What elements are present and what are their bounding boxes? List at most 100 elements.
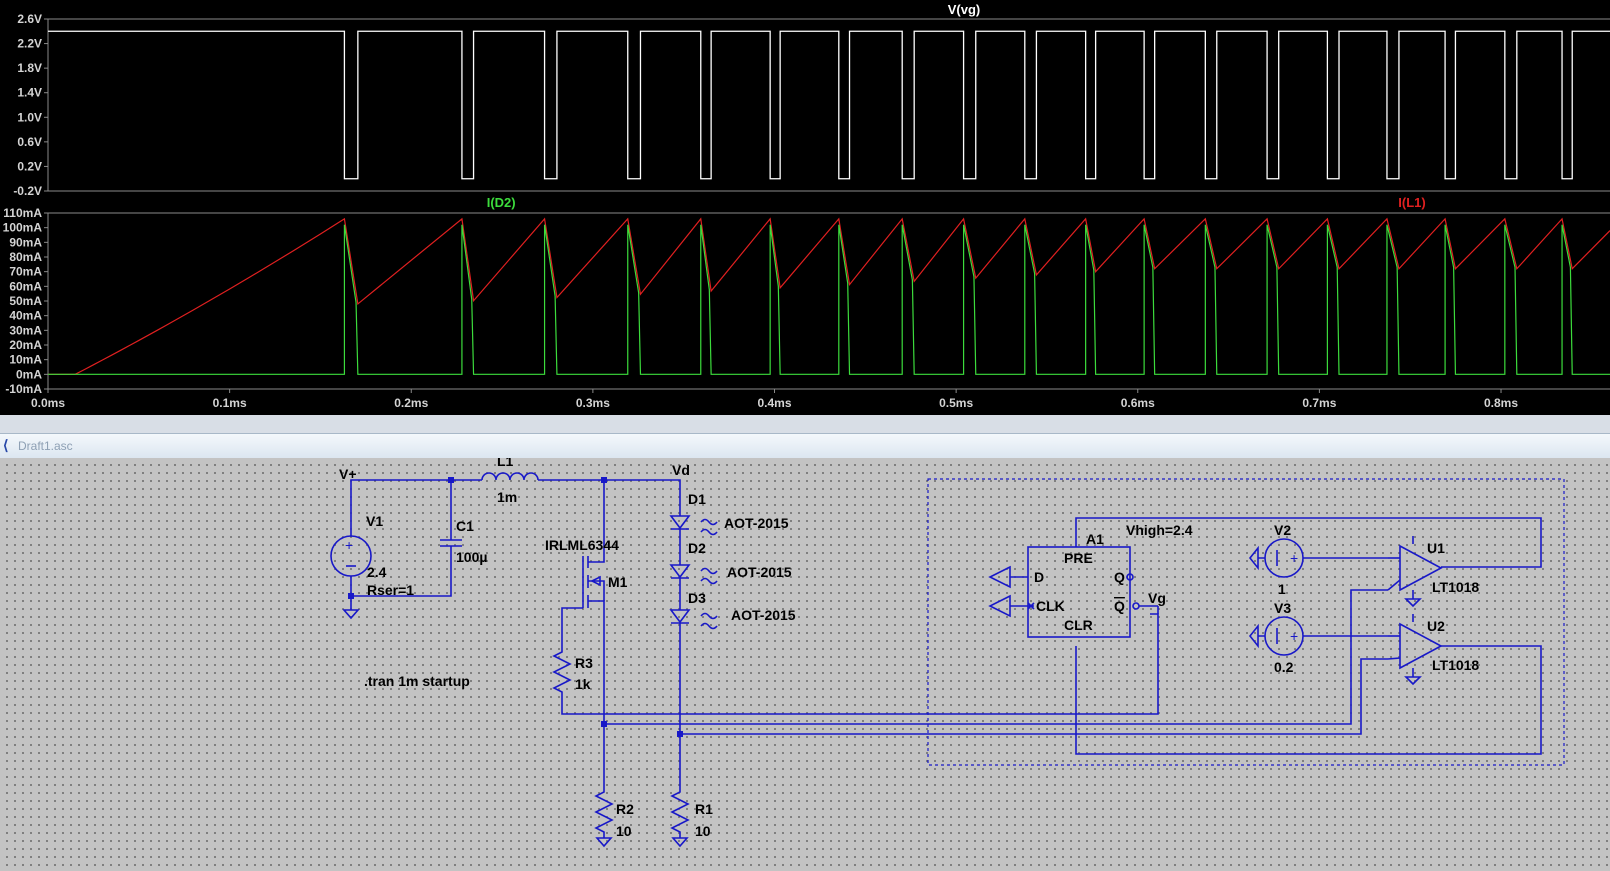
r1-value: 10 <box>695 823 711 839</box>
r3-value: 1k <box>575 676 591 692</box>
a1-pin-clr: CLR <box>1064 617 1093 633</box>
r2-value: 10 <box>616 823 632 839</box>
d1-model: AOT-2015 <box>724 515 789 531</box>
y-tick-label: 10mA <box>9 353 42 367</box>
trace-vvg <box>48 30 1610 180</box>
y-tick-label: 110mA <box>3 206 42 220</box>
v2-name: V2 <box>1274 522 1291 538</box>
y-tick-label: 30mA <box>9 323 42 337</box>
v3-source[interactable]: + <box>1248 616 1388 656</box>
a1-pin-pre: PRE <box>1064 550 1093 566</box>
u2-comparator[interactable] <box>1387 614 1443 686</box>
svg-text:+: + <box>345 537 353 553</box>
d3-diode[interactable] <box>669 609 718 630</box>
plot-pane-frame <box>47 212 1610 390</box>
y-tick-label: 100mA <box>3 221 43 235</box>
v2-value: 1 <box>1278 581 1286 597</box>
schematic-tab[interactable]: ⟨ Draft1.asc <box>0 433 1610 459</box>
c1-value: 100µ <box>456 549 487 565</box>
r2-resistor[interactable] <box>594 724 614 848</box>
wires-input <box>350 479 681 610</box>
junction <box>677 731 683 737</box>
y-tick-label: 1.4V <box>17 86 42 100</box>
junction <box>448 477 454 483</box>
y-tick-label: -10mA <box>5 382 42 396</box>
y-tick-label: 20mA <box>9 338 42 352</box>
a1-pin-clk: CLK <box>1036 598 1065 614</box>
y-tick-label: 90mA <box>9 235 42 249</box>
plot-traces <box>48 30 1610 375</box>
r1-resistor[interactable] <box>670 734 690 848</box>
r1-name: R1 <box>695 801 713 817</box>
y-tick-label: 80mA <box>9 250 42 264</box>
comparator-block-outline <box>927 478 1565 766</box>
svg-text:+: + <box>1290 550 1298 566</box>
schematic-icon: ⟨ <box>3 437 9 453</box>
y-tick-label: 50mA <box>9 294 42 308</box>
d2-diode[interactable] <box>669 564 718 585</box>
plot-labels: 2.6V2.2V1.8V1.4V1.0V0.6V0.2V-0.2V110mA10… <box>3 2 1519 410</box>
schematic-editor[interactable]: + V+ V1 2.4 Rser=1 C1 100µ L1 1m <box>0 458 1610 871</box>
l1-name: L1 <box>497 458 514 469</box>
r2-name: R2 <box>616 801 634 817</box>
c1-capacitor[interactable] <box>440 539 462 547</box>
waveform-plot[interactable]: 2.6V2.2V1.8V1.4V1.0V0.6V0.2V-0.2V110mA10… <box>0 0 1610 415</box>
plot-grid <box>44 18 1610 393</box>
trace-label-il1: I(L1) <box>1398 195 1425 210</box>
v1-value: 2.4 <box>367 564 387 580</box>
u2-model: LT1018 <box>1432 657 1479 673</box>
v1-name: V1 <box>366 513 383 529</box>
window-separator <box>0 415 1610 433</box>
v1-rser: Rser=1 <box>367 582 414 598</box>
schematic-canvas[interactable]: + V+ V1 2.4 Rser=1 C1 100µ L1 1m <box>0 458 1610 871</box>
y-tick-label: 1.8V <box>17 61 42 75</box>
r3-name: R3 <box>575 655 593 671</box>
net-label-vg: Vg <box>1148 590 1166 606</box>
d1-diode[interactable] <box>669 515 718 536</box>
a1-flipflop[interactable] <box>988 546 1159 638</box>
x-tick-label: 0.3ms <box>576 396 610 410</box>
v2-source[interactable]: + <box>1248 538 1388 578</box>
d2-name: D2 <box>688 540 706 556</box>
x-tick-label: 0.6ms <box>1121 396 1155 410</box>
l1-value: 1m <box>497 489 517 505</box>
y-tick-label: 70mA <box>9 265 42 279</box>
net-label-vplus: V+ <box>339 466 357 482</box>
tab-title: Draft1.asc <box>18 439 73 453</box>
d1-name: D1 <box>688 491 706 507</box>
u2-name: U2 <box>1427 618 1445 634</box>
junction <box>601 721 607 727</box>
u1-name: U1 <box>1427 540 1445 556</box>
x-tick-label: 0.4ms <box>757 396 791 410</box>
r3-resistor[interactable] <box>552 613 1159 715</box>
trace-label-vvg: V(vg) <box>948 2 981 17</box>
a1-name: A1 <box>1086 531 1104 547</box>
x-tick-label: 0.1ms <box>213 396 247 410</box>
spice-directive[interactable]: .tran 1m startup <box>364 673 470 689</box>
y-tick-label: 60mA <box>9 279 42 293</box>
m1-mosfet[interactable] <box>561 546 605 724</box>
a1-pin-q: Q <box>1114 569 1125 585</box>
y-tick-label: 40mA <box>9 309 42 323</box>
trace-id2 <box>48 224 1610 375</box>
x-tick-label: 0.5ms <box>939 396 973 410</box>
u1-model: LT1018 <box>1432 579 1479 595</box>
v3-value: 0.2 <box>1274 659 1294 675</box>
d2-model: AOT-2015 <box>727 564 792 580</box>
wires-feedback <box>604 517 1542 755</box>
svg-text:+: + <box>1290 628 1298 644</box>
plot-pane-frame <box>47 18 1610 192</box>
junction <box>601 477 607 483</box>
c1-name: C1 <box>456 518 474 534</box>
u1-comparator[interactable] <box>1387 536 1443 608</box>
a1-param: Vhigh=2.4 <box>1126 522 1193 538</box>
x-tick-label: 0.7ms <box>1302 396 1336 410</box>
m1-model: IRLML6344 <box>545 537 619 553</box>
net-label-vd: Vd <box>672 462 690 478</box>
d3-name: D3 <box>688 590 706 606</box>
y-tick-label: 0mA <box>16 367 42 381</box>
x-tick-label: 0.8ms <box>1484 396 1518 410</box>
x-tick-label: 0.2ms <box>394 396 428 410</box>
l1-inductor[interactable] <box>481 472 539 481</box>
